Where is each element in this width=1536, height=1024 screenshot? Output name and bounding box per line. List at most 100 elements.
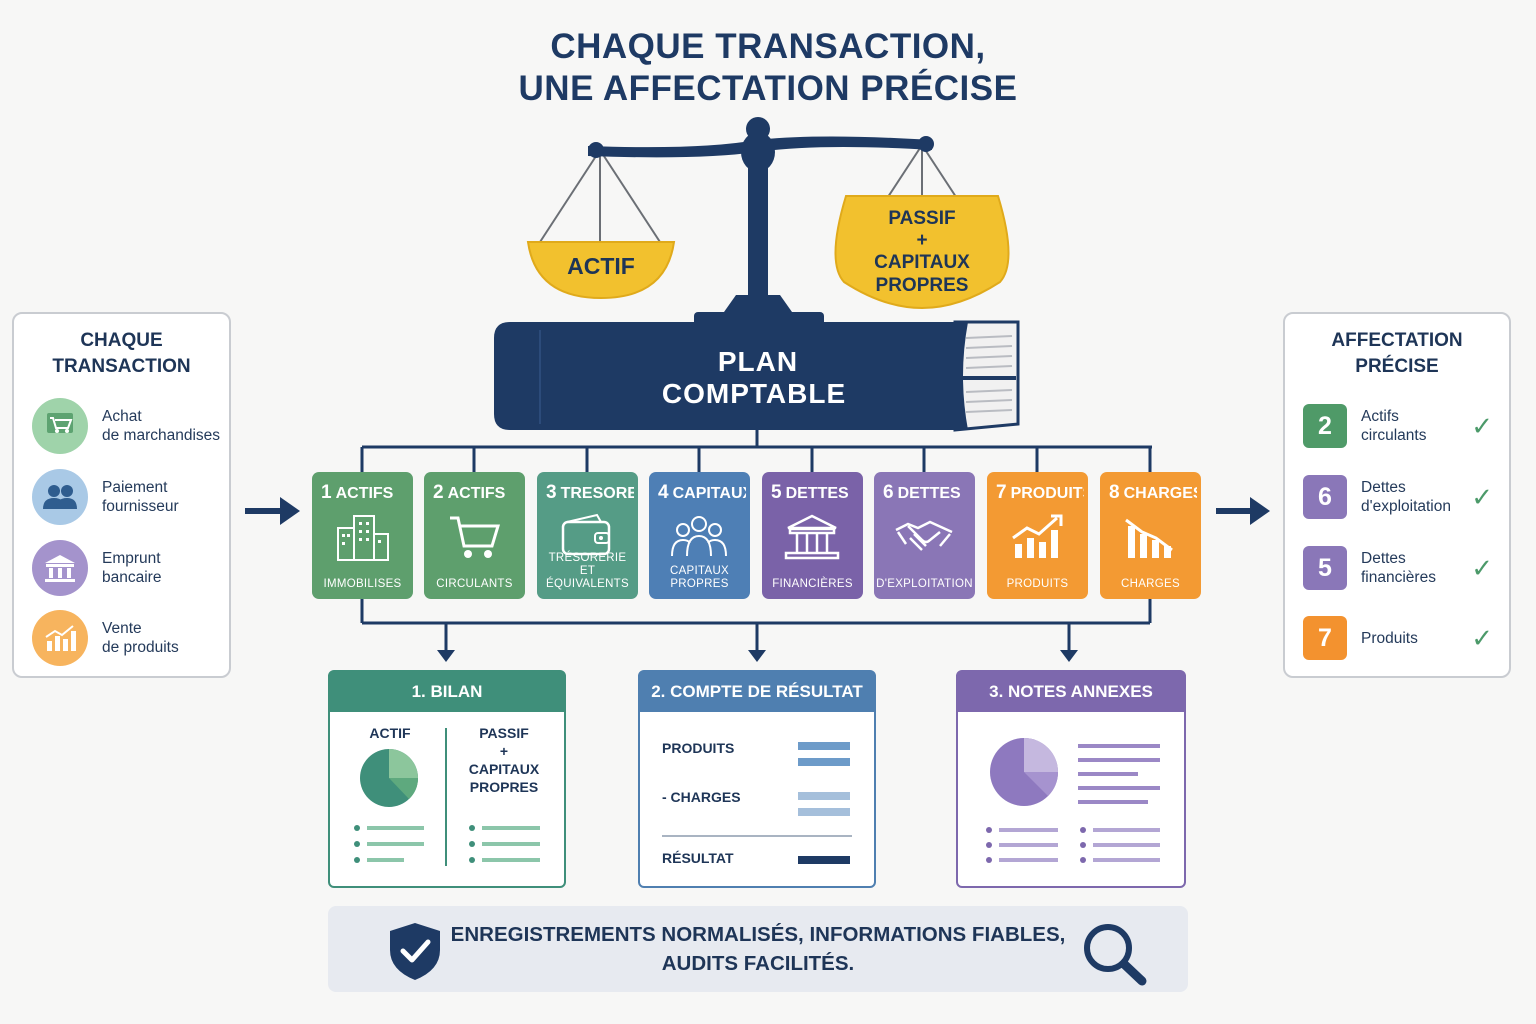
category-footer: D'EXPLOITATION [876,578,973,590]
category-number: 6 [883,482,894,503]
transaction-label-line-1: Emprunt [102,550,161,567]
passif-pan-line-3: CAPITAUX [874,252,970,273]
group-icon [671,516,727,557]
category-number: 8 [1109,482,1120,503]
bank-icon [784,514,840,560]
banner-line-1: ENREGISTREMENTS NORMALISÉS, INFORMATIONS… [450,923,1066,946]
title-line-2: UNE AFFECTATION PRÉCISE [518,69,1018,108]
title-line-1: CHAQUE TRANSACTION, [550,27,986,66]
transactions-title-line-1: CHAQUE [80,330,163,351]
category-footer: CHARGES [1121,578,1180,590]
bilan-passif-line-4: PROPRES [469,779,539,795]
category-number: 5 [771,482,782,503]
passif-pan-line-2: + [916,230,927,251]
transaction-label-line-2: de produits [102,639,179,656]
arrow-in [245,497,300,525]
affectation-label-line-1: Dettes [1361,479,1406,496]
category-heading: CHARGES [1123,485,1197,502]
account-number-badge: 6 [1303,475,1347,519]
transaction-item-paiement[interactable]: Paiement fournisseur [32,469,179,525]
affectation-title-line-1: AFFECTATION [1331,330,1463,351]
category-heading: CAPITAUX [672,485,746,502]
bilan-graphics [354,728,540,866]
shield-check-icon [390,923,440,980]
bilan-actif-label: ACTIF [369,725,411,741]
transaction-label-line-2: de marchandises [102,427,221,444]
transaction-label-line-1: Vente [102,620,142,637]
statement-bilan[interactable]: 1. BILAN ACTIF PASSIF + CAPITAUX PROPRES [328,670,566,888]
scale-column [748,165,768,295]
statement-notes-annexes[interactable]: 3. NOTES ANNEXES [956,670,1186,888]
affectation-label-line-2: d'exploitation [1361,498,1451,515]
transaction-label-line-2: bancaire [102,569,162,586]
affectation-label-line-1: Produits [1361,629,1418,647]
affectation-item-produits[interactable]: 7 Produits ✓ [1303,616,1493,660]
affectation-label-line-1: Actifs [1361,408,1399,425]
transaction-label-line-2: fournisseur [102,498,179,515]
category-number: 1 [321,482,332,503]
people-icon [32,469,88,525]
actif-pan [526,241,676,300]
transaction-item-achat[interactable]: Achat de marchandises [32,398,220,454]
transaction-item-vente[interactable]: Vente de produits [32,610,179,666]
transactions-title-line-2: TRANSACTION [52,356,191,377]
affectation-label-line-2: financières [1361,569,1436,586]
bank-icon [32,540,88,596]
chart-growth-icon [1012,514,1063,558]
summary-banner: ENREGISTREMENTS NORMALISÉS, INFORMATIONS… [328,906,1188,992]
check-icon: ✓ [1471,481,1493,512]
chart-decline-icon [1125,518,1173,558]
compte-resultat-label: RÉSULTAT [662,850,734,866]
handshake-icon [895,520,953,551]
category-footer: IMMOBILISES [323,578,402,590]
category-7-produits[interactable]: 7PRODUITS PRODUITS [987,472,1088,599]
category-number: 4 [658,482,669,503]
check-icon: ✓ [1471,410,1493,441]
bilan-passif-line-1: PASSIF [479,725,529,741]
bilan-passif-line-3: CAPITAUX [468,761,540,777]
check-icon: ✓ [1471,552,1493,583]
account-number-badge: 7 [1303,616,1347,660]
compte-charges-label: - CHARGES [662,789,741,805]
category-footer-line-1: CAPITAUX [669,565,730,577]
compte-graphics [662,742,852,864]
transaction-item-emprunt[interactable]: Emprunt bancaire [32,540,161,596]
account-number-badge: 5 [1303,546,1347,590]
bilan-passif-label: PASSIF + CAPITAUX PROPRES [454,724,554,796]
chart-growth-icon [32,610,88,666]
passif-pan-line-1: PASSIF [888,208,955,229]
category-heading: TRESORERIE [560,485,634,502]
category-footer: FINANCIÈRES [772,578,853,590]
transaction-label-line-1: Paiement [102,479,168,496]
cart-icon [450,516,501,558]
affectation-title-line-2: PRÉCISE [1355,356,1439,377]
account-number-badge: 2 [1303,404,1347,448]
category-number: 2 [433,482,444,503]
category-number: 7 [996,482,1007,503]
transaction-label-line-1: Achat [102,408,142,425]
affectation-item-dettes-exploitation[interactable]: 6 Dettes d'exploitation ✓ [1303,475,1493,519]
statement-compte-de-resultat[interactable]: 2. COMPTE DE RÉSULTAT PRODUITS - CHARGES… [638,670,876,888]
affectation-panel-title: AFFECTATION PRÉCISE [1285,328,1509,380]
buildings-icon [337,515,389,561]
category-footer: CIRCULANTS [436,578,513,590]
statement-bilan-title: 1. BILAN [330,672,564,712]
category-heading: ACTIFS [335,485,394,502]
compte-produits-label: PRODUITS [662,740,735,756]
category-heading: DETTES [897,485,961,502]
passif-pan [834,195,1010,310]
category-heading: DETTES [785,485,849,502]
arrow-out [1216,497,1270,525]
